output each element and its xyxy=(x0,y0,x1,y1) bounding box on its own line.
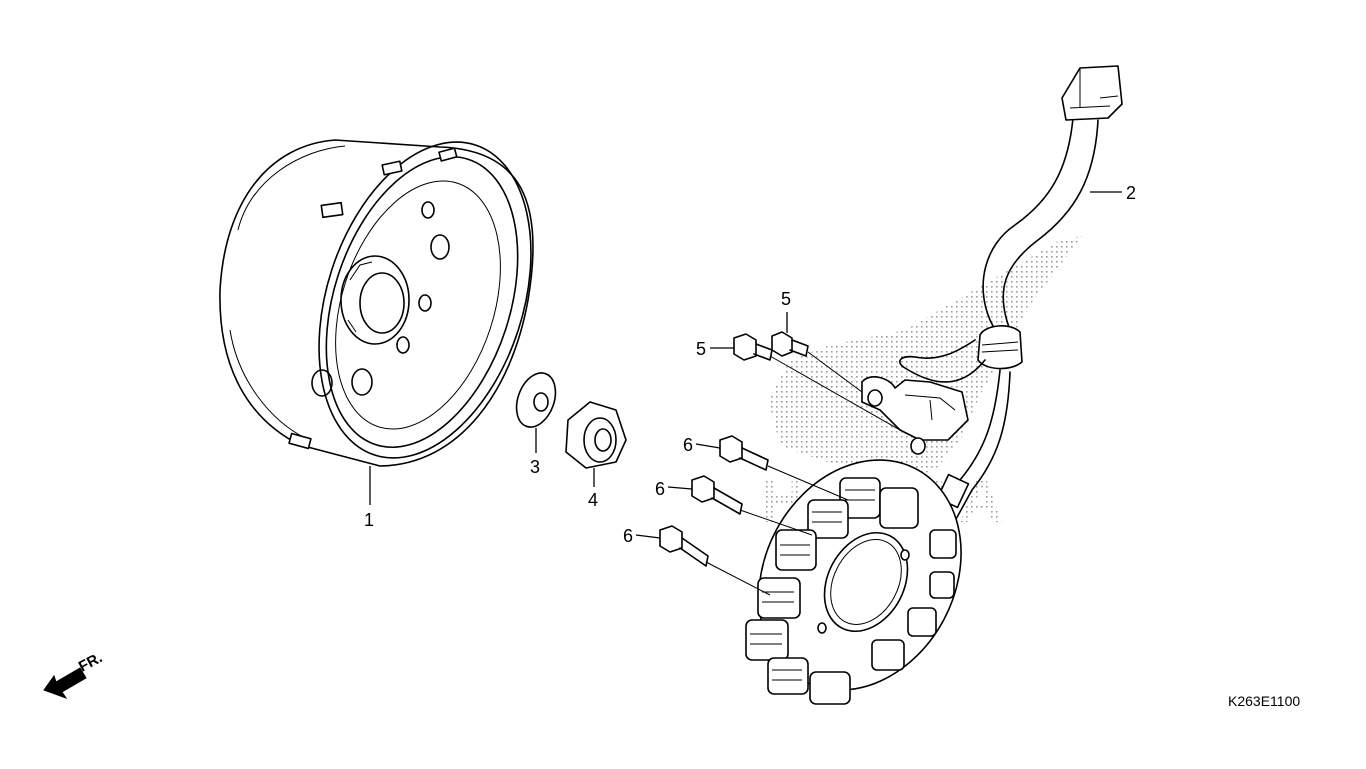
stator xyxy=(745,459,962,705)
callout-6-lower: 6 xyxy=(623,526,633,546)
callout-5-lower: 5 xyxy=(696,339,706,359)
callout-3: 3 xyxy=(530,457,540,477)
washer xyxy=(515,372,557,428)
front-direction-arrow: FR. xyxy=(43,649,105,699)
bolt-5-lower xyxy=(733,333,773,361)
callout-2: 2 xyxy=(1126,183,1136,203)
bolt-5-upper xyxy=(771,331,809,357)
flywheel-rotor xyxy=(219,139,534,467)
bolt-6-upper xyxy=(719,435,769,471)
flange-nut xyxy=(565,401,627,469)
pulse-generator xyxy=(861,376,969,455)
diagram-code: K263E1100 xyxy=(1228,693,1300,709)
bolt-6-lower xyxy=(659,525,709,567)
bolt-6-middle xyxy=(691,475,743,515)
callout-6-upper: 6 xyxy=(683,435,693,455)
callout-leaders xyxy=(369,191,1122,596)
callout-6-middle: 6 xyxy=(655,479,665,499)
callout-5-upper: 5 xyxy=(781,289,791,309)
wire-harness xyxy=(899,65,1123,556)
callout-1: 1 xyxy=(364,510,374,530)
callout-4: 4 xyxy=(588,490,598,510)
